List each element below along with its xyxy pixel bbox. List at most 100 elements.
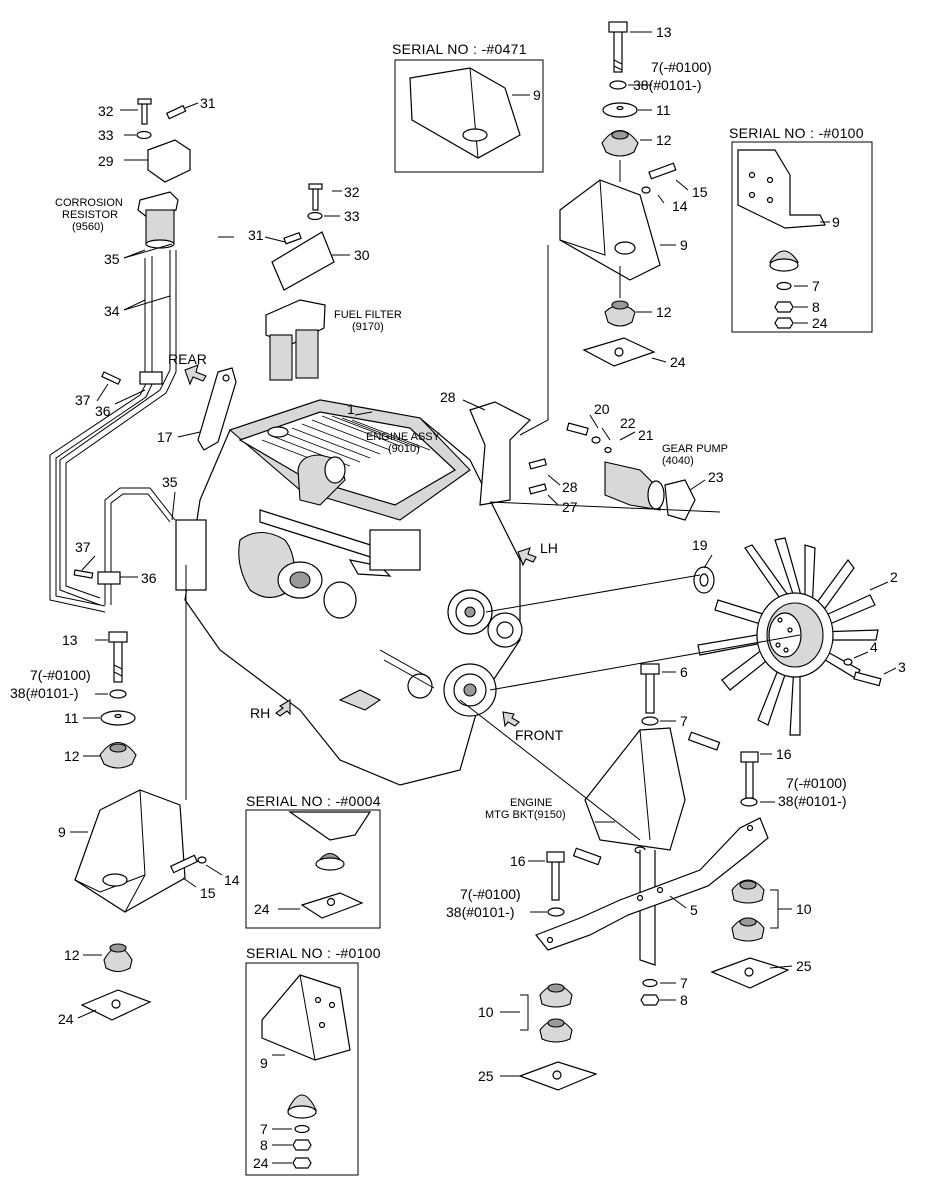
part-num-19: 19 <box>692 537 708 553</box>
part-num-13-left: 13 <box>62 632 78 648</box>
part-num-24-box0100-top: 24 <box>812 315 828 331</box>
part-num-4: 4 <box>870 639 878 655</box>
part-num-33-b: 33 <box>344 208 360 224</box>
caption-corrosion-2: RESISTOR <box>62 209 118 221</box>
caption-corrosion-1: CORROSION <box>55 197 123 209</box>
caption-gear-pump-2: (4040) <box>662 455 694 467</box>
serial-label-0471: SERIAL NO : -#0471 <box>392 41 527 57</box>
part-num-12-top-b: 12 <box>656 304 672 320</box>
part-num-36-a: 36 <box>95 403 111 419</box>
fan-assembly: 19 2 4 3 <box>485 537 906 736</box>
part-num-7-box0100-top: 7 <box>812 278 820 294</box>
serial-label-0004: SERIAL NO : -#0004 <box>246 793 381 809</box>
part-num-27: 27 <box>562 499 578 515</box>
caption-engine-assy-1: ENGINE ASSY <box>366 431 441 443</box>
part-num-32-a: 32 <box>98 103 114 119</box>
serial-box-0471: SERIAL NO : -#0471 9 <box>392 41 544 173</box>
part-num-28-a: 28 <box>440 389 456 405</box>
part-num-30: 30 <box>354 247 370 263</box>
part-num-12-top-a: 12 <box>656 132 672 148</box>
direction-front: FRONT <box>515 727 564 743</box>
part-num-7-top: 7(-#0100) <box>651 59 712 75</box>
part-num-8-box0100-bottom: 8 <box>260 1137 268 1153</box>
part-num-24-box0100-bottom: 24 <box>253 1155 269 1171</box>
serial-box-0100-bottom: SERIAL NO : -#0100 9 7 8 24 <box>245 945 381 1176</box>
part-num-6: 6 <box>680 664 688 680</box>
part-num-9-left: 9 <box>58 824 66 840</box>
part-num-13-top: 13 <box>656 24 672 40</box>
engine-assembly: 1 ENGINE ASSY (9010) <box>175 399 523 786</box>
leader-top-mount <box>519 245 549 436</box>
direction-lh: LH <box>540 540 558 556</box>
part-num-33-a: 33 <box>98 127 114 143</box>
part-num-31-b: 31 <box>248 227 264 243</box>
part-num-11-left: 11 <box>64 710 79 726</box>
part-num-1: 1 <box>347 401 355 417</box>
part-num-28-b: 28 <box>562 479 578 495</box>
part-num-35-b: 35 <box>162 474 178 490</box>
part-num-11-top: 11 <box>656 102 671 118</box>
part-num-34: 34 <box>104 303 120 319</box>
part-num-15-left: 15 <box>200 885 216 901</box>
part-num-3: 3 <box>898 659 906 675</box>
rear-bracket: 17 <box>157 367 237 451</box>
part-num-7-mid: 7 <box>680 713 688 729</box>
part-num-38-top: 38(#0101-) <box>633 77 702 93</box>
part-num-7-bottom: 7(-#0100) <box>460 886 521 902</box>
part-num-23: 23 <box>708 469 724 485</box>
caption-fuel-filter-2: (9170) <box>352 321 384 333</box>
rh-arrow-icon <box>275 699 291 717</box>
rear-arrow-icon <box>184 364 207 386</box>
part-num-10-left: 10 <box>478 1004 494 1020</box>
serial-label-0100-top: SERIAL NO : -#0100 <box>729 125 864 141</box>
part-num-38-bottom: 38(#0101-) <box>446 904 515 920</box>
gear-pump-assembly: 20 22 21 GEAR PUMP (4040) 23 <box>489 401 728 521</box>
part-num-32-b: 32 <box>344 184 360 200</box>
part-num-24-top: 24 <box>670 354 686 370</box>
lh-arrow-icon <box>517 547 537 567</box>
direction-rear: REAR <box>168 351 207 367</box>
part-num-38-left: 38(#0101-) <box>10 685 79 701</box>
part-num-29: 29 <box>98 153 114 169</box>
part-num-24-box0004: 24 <box>254 901 270 917</box>
direction-rh: RH <box>250 705 270 721</box>
caption-gear-pump-1: GEAR PUMP <box>662 443 728 455</box>
bracket-28: 28 28 27 <box>440 389 578 515</box>
part-num-2: 2 <box>890 569 898 585</box>
top-mount-stack: 13 7(-#0100) 38(#0101-) 11 12 15 14 9 12… <box>559 21 712 370</box>
left-mount-stack: 13 7(-#0100) 38(#0101-) 11 12 9 14 15 12… <box>10 565 240 1027</box>
part-num-14-top: 14 <box>672 198 688 214</box>
part-num-7-left: 7(-#0100) <box>30 667 91 683</box>
part-num-16-b: 16 <box>510 853 526 869</box>
part-num-25-right: 25 <box>796 958 812 974</box>
part-num-7-right: 7(-#0100) <box>786 775 847 791</box>
fuel-filter-assembly: 32 33 31 30 FUEL FILTER (9170) <box>218 183 402 381</box>
part-num-9-box0100-top: 9 <box>832 214 840 230</box>
part-num-31-a: 31 <box>200 95 216 111</box>
caption-engine-mtg-1: ENGINE <box>510 797 552 809</box>
part-num-5: 5 <box>690 902 698 918</box>
part-num-8-lower: 8 <box>680 992 688 1008</box>
part-num-35-a: 35 <box>104 251 120 267</box>
part-num-8-box0100-top: 8 <box>812 299 820 315</box>
part-num-10-right: 10 <box>796 901 812 917</box>
serial-label-0100-bottom: SERIAL NO : -#0100 <box>246 945 381 961</box>
part-num-37-b: 37 <box>75 539 91 555</box>
part-num-25-left: 25 <box>478 1068 494 1084</box>
part-num-21: 21 <box>638 427 654 443</box>
part-num-12-left-a: 12 <box>64 748 80 764</box>
front-arrow-icon <box>502 711 520 728</box>
part-num-16-a: 16 <box>776 746 792 762</box>
part-num-17: 17 <box>157 429 173 445</box>
serial-box-0100-top: SERIAL NO : -#0100 9 7 8 24 <box>729 125 873 333</box>
part-num-22: 22 <box>620 415 636 431</box>
part-num-9-box0471: 9 <box>533 87 541 103</box>
part-num-37-a: 37 <box>75 392 91 408</box>
part-num-9-box0100-bottom: 9 <box>260 1055 268 1071</box>
direction-markers: REAR LH RH FRONT <box>168 351 564 743</box>
caption-fuel-filter-1: FUEL FILTER <box>334 309 402 321</box>
part-num-36-b: 36 <box>141 570 157 586</box>
part-num-20: 20 <box>594 401 610 417</box>
part-num-15-top: 15 <box>692 184 708 200</box>
